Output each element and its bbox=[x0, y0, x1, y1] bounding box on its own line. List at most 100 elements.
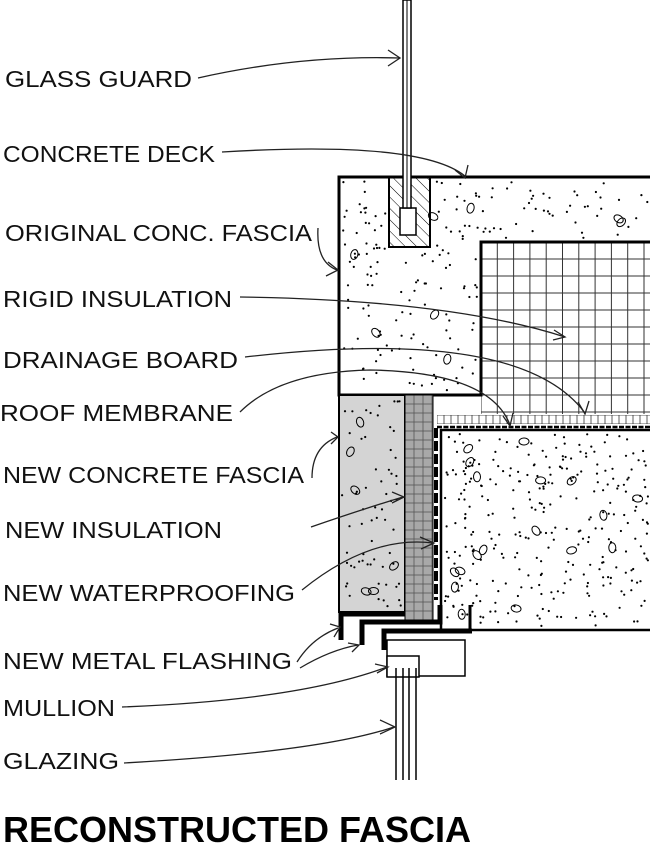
aggregate-dot bbox=[549, 503, 552, 506]
aggregate-dot bbox=[636, 581, 639, 584]
aggregate-dot bbox=[356, 337, 359, 340]
aggregate-dot bbox=[490, 537, 493, 540]
aggregate-pebble bbox=[472, 471, 482, 483]
aggregate-pebble bbox=[457, 608, 466, 620]
aggregate-dot bbox=[513, 605, 516, 608]
aggregate-dot bbox=[609, 582, 612, 585]
aggregate-dot bbox=[380, 508, 384, 511]
aggregate-dot bbox=[392, 562, 395, 565]
aggregate-pebble bbox=[463, 443, 474, 454]
aggregate-dot bbox=[645, 502, 648, 505]
aggregate-dot bbox=[618, 606, 621, 609]
aggregate-dot bbox=[445, 226, 448, 229]
aggregate-pebble bbox=[466, 202, 475, 214]
aggregate-dot bbox=[588, 594, 591, 597]
aggregate-dot bbox=[626, 438, 629, 441]
aggregate-dot bbox=[374, 506, 377, 509]
aggregate-dot bbox=[368, 222, 371, 225]
aggregate-dot bbox=[396, 400, 399, 403]
aggregate-dot bbox=[580, 470, 583, 473]
aggregate-dot bbox=[464, 482, 467, 485]
aggregate-dot bbox=[390, 472, 393, 475]
aggregate-dot bbox=[530, 442, 533, 445]
aggregate-dot bbox=[385, 344, 388, 347]
aggregate-dot bbox=[445, 471, 448, 474]
aggregate-dot bbox=[619, 529, 623, 533]
aggregate-dot bbox=[366, 273, 369, 276]
aggregate-dot bbox=[370, 519, 373, 522]
aggregate-dot bbox=[609, 501, 612, 504]
new-concrete-fascia bbox=[338, 394, 406, 613]
aggregate-dot bbox=[476, 226, 479, 229]
aggregate-dot bbox=[633, 620, 636, 623]
aggregate-dot bbox=[547, 546, 550, 549]
aggregate-dot bbox=[491, 579, 494, 583]
aggregate-dot bbox=[348, 432, 351, 435]
aggregate-dot bbox=[481, 210, 484, 213]
aggregate-dot bbox=[454, 473, 457, 476]
aggregate-dot bbox=[598, 568, 601, 571]
aggregate-dot bbox=[412, 382, 415, 385]
aggregate-dot bbox=[398, 599, 401, 602]
aggregate-dot bbox=[367, 304, 370, 307]
aggregate-dot bbox=[384, 212, 387, 215]
aggregate-dot bbox=[463, 224, 466, 227]
aggregate-dot bbox=[570, 479, 573, 482]
aggregate-dot bbox=[632, 567, 635, 571]
aggregate-dot bbox=[375, 371, 378, 375]
label-new-concrete-fascia: NEW CONCRETE FASCIA bbox=[3, 462, 305, 488]
aggregate-dot bbox=[596, 214, 599, 217]
aggregate-dot bbox=[364, 435, 367, 439]
aggregate-dot bbox=[627, 225, 630, 228]
aggregate-dot bbox=[395, 482, 398, 485]
aggregate-dot bbox=[565, 527, 568, 531]
aggregate-dot bbox=[369, 563, 372, 566]
aggregate-dot bbox=[518, 568, 521, 571]
aggregate-dot bbox=[355, 490, 358, 493]
aggregate-dot bbox=[367, 314, 370, 317]
aggregate-dot bbox=[498, 533, 501, 536]
aggregate-dot bbox=[445, 329, 448, 332]
aggregate-dot bbox=[544, 482, 547, 485]
aggregate-dot bbox=[436, 244, 439, 247]
leader-mullion bbox=[121, 666, 388, 708]
aggregate-dot bbox=[494, 601, 497, 604]
aggregate-pebble bbox=[613, 214, 624, 224]
aggregate-dot bbox=[431, 260, 434, 263]
aggregate-dot bbox=[527, 201, 531, 205]
aggregate-dot bbox=[348, 260, 351, 263]
aggregate-dot bbox=[437, 210, 440, 213]
aggregate-dot bbox=[497, 621, 500, 624]
aggregate-dot bbox=[643, 478, 646, 481]
aggregate-dot bbox=[569, 477, 572, 480]
aggregate-dot bbox=[394, 456, 397, 459]
aggregate-dot bbox=[453, 550, 456, 554]
aggregate-dot bbox=[479, 615, 482, 618]
aggregate-dot bbox=[455, 208, 458, 211]
aggregate-dot bbox=[547, 481, 550, 484]
aggregate-dot bbox=[498, 438, 501, 441]
aggregate-dot bbox=[365, 206, 368, 209]
aggregate-dot bbox=[469, 579, 472, 582]
aggregate-pebble bbox=[346, 446, 355, 457]
aggregate-dot bbox=[601, 561, 604, 564]
aggregate-dot bbox=[470, 533, 473, 536]
aggregate-dot bbox=[547, 609, 550, 613]
aggregate-dot bbox=[471, 372, 474, 375]
aggregate-dot bbox=[616, 487, 619, 490]
aggregate-dot bbox=[412, 368, 415, 371]
aggregate-dot bbox=[509, 467, 512, 470]
aggregate-dot bbox=[541, 607, 544, 611]
aggregate-dot bbox=[630, 579, 634, 582]
aggregate-dot bbox=[475, 194, 478, 197]
aggregate-dot bbox=[584, 452, 588, 455]
aggregate-dot bbox=[542, 192, 545, 195]
leader-flashing-1 bbox=[296, 627, 339, 663]
aggregate-dot bbox=[459, 577, 462, 580]
aggregate-dot bbox=[409, 357, 412, 360]
aggregate-dot bbox=[582, 573, 585, 576]
aggregate-dot bbox=[459, 182, 462, 186]
leader-glazing bbox=[123, 726, 395, 764]
aggregate-dot bbox=[551, 214, 554, 217]
aggregate-dot bbox=[555, 446, 558, 449]
